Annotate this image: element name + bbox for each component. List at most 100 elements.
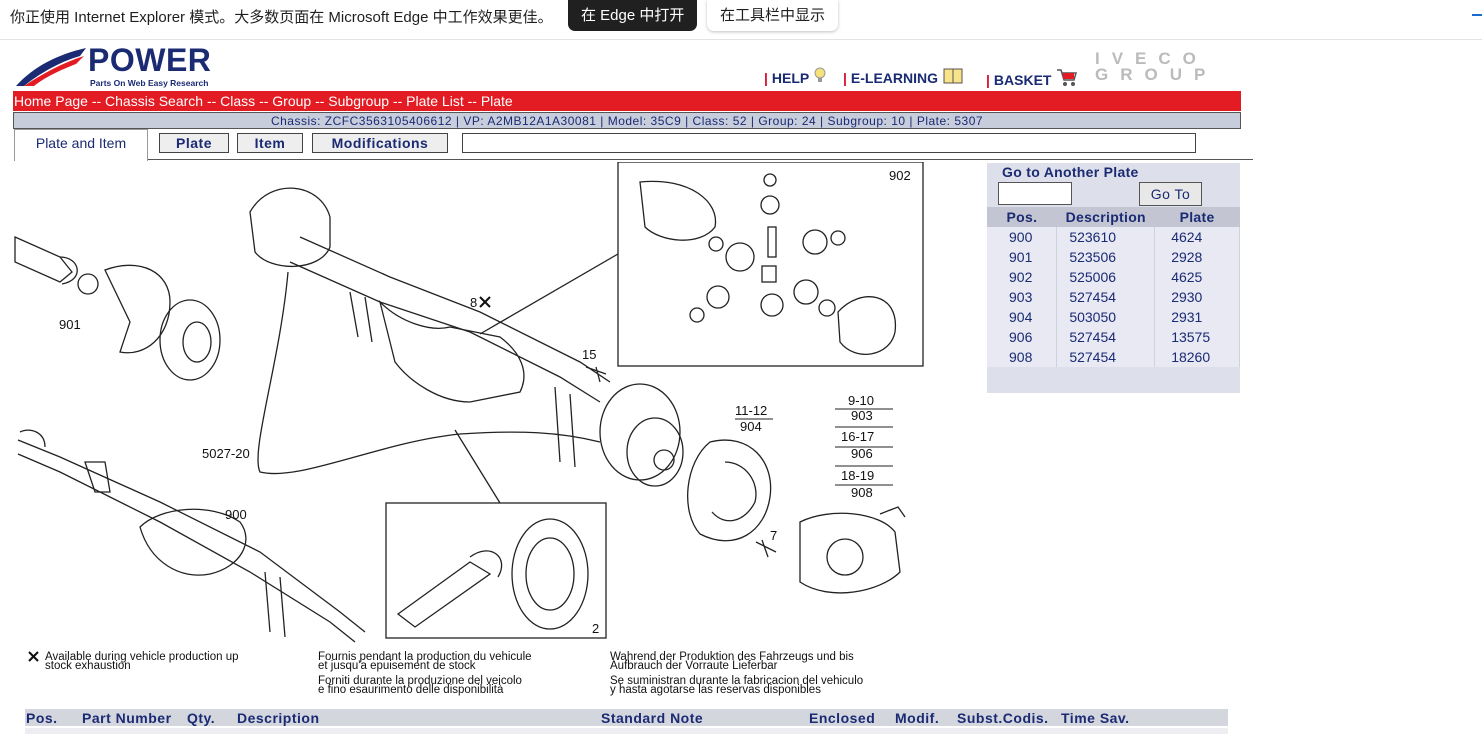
- goto-plate-panel: Go to Another Plate Go To Pos. Descripti…: [987, 163, 1240, 393]
- table-row[interactable]: 900 523610 4624: [987, 227, 1240, 247]
- ref-label-2[interactable]: 2: [592, 621, 599, 636]
- row-plate-link[interactable]: 4624: [1154, 227, 1240, 247]
- table-row[interactable]: 906 527454 13575: [987, 327, 1240, 347]
- col-standard-note: Standard Note: [601, 710, 704, 726]
- ref-label-908[interactable]: 908: [851, 485, 873, 500]
- plate-reference-table: Pos. Description Plate 900 523610 4624 9…: [987, 207, 1240, 367]
- row-pos: 908: [987, 347, 1058, 367]
- link-separator: |: [843, 70, 847, 86]
- row-description: 527454: [1056, 327, 1156, 347]
- table-row[interactable]: [25, 728, 1228, 734]
- col-time-sav: Time Sav.: [1061, 710, 1130, 726]
- item-button[interactable]: Item: [237, 133, 303, 153]
- power-logo[interactable]: POWER Parts On Web Easy Research: [14, 42, 226, 90]
- row-plate-link[interactable]: 2930: [1154, 287, 1240, 307]
- modifications-button[interactable]: Modifications: [312, 133, 448, 153]
- note-es-2: y hasta agotarse las reservas disponible…: [610, 684, 821, 696]
- row-description: 523610: [1056, 227, 1156, 247]
- iveco-text: IVECO: [1095, 49, 1208, 68]
- row-plate-link[interactable]: 2928: [1154, 247, 1240, 267]
- table-row[interactable]: 902 525006 4625: [987, 267, 1240, 287]
- row-description: 525006: [1056, 267, 1156, 287]
- ref-label-18-19[interactable]: 18-19: [841, 468, 874, 483]
- row-pos: 903: [987, 287, 1058, 307]
- ref-label-9-10[interactable]: 9-10: [848, 393, 874, 408]
- row-description: 503050: [1056, 307, 1156, 327]
- ref-label-7[interactable]: 7: [770, 528, 777, 543]
- row-pos: 902: [987, 267, 1058, 287]
- modifications-field: [462, 133, 1196, 153]
- basket-label: BASKET: [993, 72, 1052, 88]
- col-modif: Modif.: [895, 710, 940, 726]
- ref-label-904[interactable]: 904: [740, 419, 762, 434]
- col-pos-header: Pos.: [987, 207, 1057, 227]
- note-fr-1: Fournis pendant la production du vehicul…: [318, 651, 532, 663]
- table-row[interactable]: 903 527454 2930: [987, 287, 1240, 307]
- ie-mode-message: 你正使用 Internet Explorer 模式。大多数页面在 Microso…: [10, 9, 553, 26]
- plate-button[interactable]: Plate: [159, 133, 229, 153]
- col-enclosed: Enclosed: [809, 710, 876, 726]
- table-row[interactable]: 901 523506 2928: [987, 247, 1240, 267]
- note-de-1: Wahrend der Produktion des Fahrzeugs und…: [610, 651, 854, 663]
- exploded-parts-drawing[interactable]: 902 901 8 15 5027-20 900 11-12 904 9-10 …: [0, 162, 990, 700]
- row-pos: 904: [987, 307, 1058, 327]
- col-qty: Qty.: [187, 710, 216, 726]
- breadcrumb[interactable]: Home Page -- Chassis Search -- Class -- …: [13, 91, 1241, 111]
- help-link[interactable]: |HELP: [764, 67, 827, 86]
- elearning-label: E-LEARNING: [850, 70, 939, 86]
- row-plate-link[interactable]: 4625: [1154, 267, 1240, 287]
- row-plate-link[interactable]: 2931: [1154, 307, 1240, 327]
- col-pos: Pos.: [26, 710, 58, 726]
- goto-plate-title: Go to Another Plate: [1002, 164, 1139, 180]
- star-x-icon: [479, 296, 491, 308]
- elearning-link[interactable]: |E-LEARNING: [843, 67, 964, 86]
- ref-label-900[interactable]: 900: [225, 507, 247, 522]
- ref-label-11-12[interactable]: 11-12: [735, 403, 767, 418]
- tab-plate-and-item[interactable]: Plate and Item: [14, 129, 148, 161]
- table-row[interactable]: 908 527454 18260: [987, 347, 1240, 367]
- goto-plate-input[interactable]: [998, 182, 1072, 205]
- iveco-group-logo: IVECO GROUP: [1095, 49, 1241, 84]
- note-it-2: e fino esaurimento delle disponibilità: [318, 684, 504, 696]
- basket-link[interactable]: |BASKET: [986, 67, 1078, 88]
- group-text: GROUP: [1095, 65, 1218, 84]
- ref-label-901[interactable]: 901: [59, 317, 81, 332]
- row-plate-link[interactable]: 18260: [1154, 347, 1240, 367]
- banner-edge-mark: [1472, 4, 1482, 16]
- note-es-1: Se suministran durante la fabricacion de…: [610, 675, 864, 687]
- elearning-book-icon: [943, 68, 963, 84]
- ref-label-15[interactable]: 15: [582, 347, 596, 362]
- basket-cart-icon: [1057, 69, 1078, 86]
- link-separator: |: [986, 72, 990, 88]
- row-description: 523506: [1056, 247, 1156, 267]
- logo-subtitle: Parts On Web Easy Research: [90, 78, 209, 88]
- row-plate-link[interactable]: 13575: [1154, 327, 1240, 347]
- note-de-2: Aufbrauch der Vorraute Lieferbar: [610, 660, 778, 672]
- col-subst-codis: Subst.Codis.: [957, 710, 1049, 726]
- link-separator: |: [764, 70, 768, 86]
- logo-text: POWER: [88, 42, 212, 78]
- ref-label-16-17[interactable]: 16-17: [841, 429, 874, 444]
- star-x-icon: [28, 651, 39, 662]
- col-description: Description: [237, 710, 320, 726]
- row-description: 527454: [1056, 347, 1156, 367]
- note-it-1: Forniti durante la produzione del veicol…: [318, 675, 522, 687]
- logo-swoosh-icon: [16, 48, 86, 86]
- inset-box-pinion: [385, 502, 607, 639]
- open-in-edge-button[interactable]: 在 Edge 中打开: [568, 0, 698, 31]
- table-row[interactable]: 904 503050 2931: [987, 307, 1240, 327]
- ref-label-903[interactable]: 903: [851, 408, 873, 423]
- goto-button[interactable]: Go To: [1139, 182, 1202, 206]
- ref-label-906[interactable]: 906: [851, 446, 873, 461]
- ref-label-8[interactable]: 8: [470, 295, 477, 310]
- ref-label-5027-20[interactable]: 5027-20: [202, 446, 250, 461]
- tab-divider: [148, 159, 1253, 160]
- row-pos: 906: [987, 327, 1058, 347]
- inset-box-differential: [617, 162, 924, 367]
- help-label: HELP: [771, 70, 810, 86]
- col-plate-header: Plate: [1154, 207, 1240, 227]
- col-part-number: Part Number: [82, 710, 172, 726]
- show-in-toolbar-button[interactable]: 在工具栏中显示: [707, 0, 839, 31]
- note-fr-2: et jusqu'a epuisement de stock: [318, 660, 476, 672]
- ref-label-902[interactable]: 902: [889, 168, 911, 183]
